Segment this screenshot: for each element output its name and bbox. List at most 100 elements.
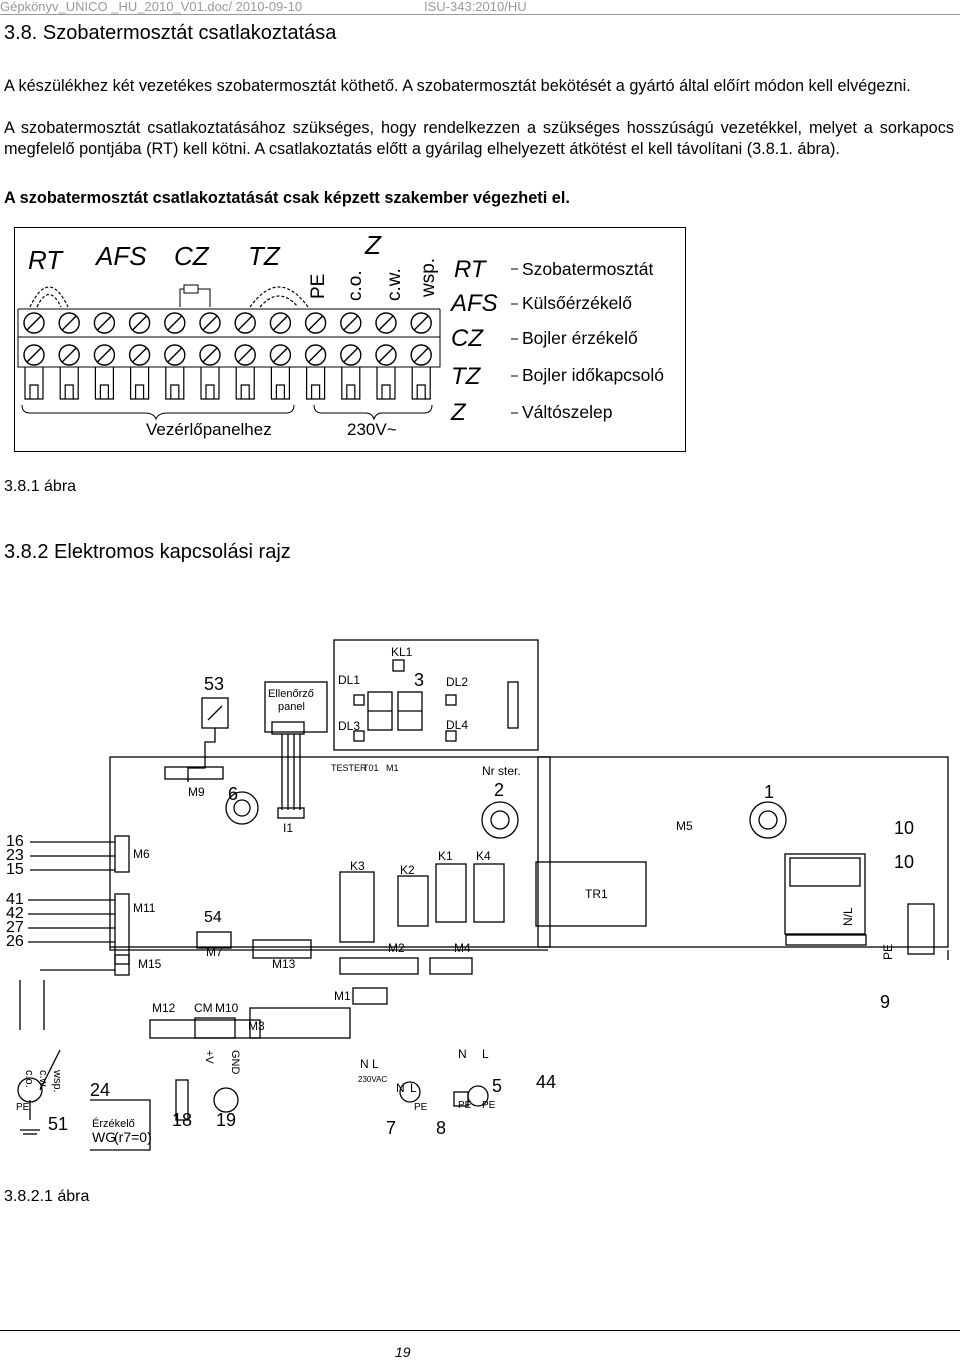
label-26: 26 — [6, 933, 24, 950]
terminal-screw — [128, 344, 151, 366]
label-m6: M6 — [133, 847, 150, 861]
label-230v: 230V~ — [347, 420, 397, 439]
label-3: 3 — [414, 670, 424, 690]
label-i1: I1 — [283, 821, 293, 835]
label-1: 1 — [764, 782, 774, 802]
legend-desc-tz: Bojler időkapcsoló — [522, 365, 664, 385]
label-m3: M3 — [248, 1019, 265, 1033]
label-8: 8 — [436, 1118, 446, 1138]
section-title: 3.8. Szobatermosztát csatlakoztatása — [4, 22, 337, 44]
terminal-screw — [234, 344, 256, 366]
label-r7: (r7=0) — [114, 1129, 152, 1145]
label-m7: M7 — [206, 945, 223, 959]
terminal-screw — [93, 344, 116, 366]
legend-desc-afs: Külsőérzékelő — [522, 293, 632, 313]
terminal-screw — [375, 344, 397, 366]
terminal-screw — [234, 312, 256, 334]
label-co: c.o. — [23, 1070, 35, 1088]
label-cw: c.w. — [37, 1070, 49, 1089]
label-gnd: GND — [229, 1050, 241, 1075]
label-k2: K2 — [400, 863, 415, 877]
footer-rule — [0, 1330, 960, 1331]
label-co: c.o. — [345, 270, 366, 301]
terminal-screw — [410, 344, 432, 366]
label-tester: TESTER — [331, 763, 367, 773]
label-pe-51: PE — [16, 1102, 30, 1113]
legend-code-cz: CZ — [451, 325, 484, 352]
label-ellenorzo-1: Ellenőrző — [268, 688, 314, 700]
legend-code-rt: RT — [454, 256, 488, 283]
label-tz: TZ — [248, 241, 281, 271]
label-27: 27 — [6, 919, 24, 936]
label-k3: K3 — [350, 859, 365, 873]
label-9: 9 — [880, 992, 890, 1012]
label-m9: M9 — [188, 785, 205, 799]
terminal-screw — [58, 312, 80, 334]
paragraph-1: A készülékhez két vezetékes szobatermosz… — [4, 77, 911, 95]
paragraph-2: A szobatermosztát csatlakoztatásához szü… — [4, 119, 954, 158]
figure-caption-1: 3.8.1 ábra — [4, 478, 77, 495]
legend-code-tz: TZ — [451, 363, 482, 390]
terminal-screw — [269, 344, 292, 366]
label-42: 42 — [6, 905, 24, 922]
legend-desc-cz: Bojler érzékelő — [522, 328, 638, 348]
header-document-code: ISU-343:2010/HU — [424, 0, 527, 14]
label-pe-7: PE — [414, 1102, 428, 1113]
terminal-screw — [199, 312, 221, 334]
legend-code-afs: AFS — [449, 290, 498, 317]
label-10b: 10 — [894, 852, 914, 872]
label-ellenorzo-2: panel — [278, 701, 305, 713]
label-kl1: KL1 — [391, 645, 413, 659]
label-t01: T01 — [363, 763, 379, 773]
label-k1: K1 — [438, 849, 453, 863]
label-nr-ster: Nr ster. — [482, 764, 521, 778]
label-m15: M15 — [138, 957, 162, 971]
label-pe: PE — [308, 274, 329, 299]
label-41: 41 — [6, 891, 24, 908]
label-n-c: N — [458, 1047, 467, 1061]
warning-paragraph: A szobatermosztát csatlakoztatását csak … — [4, 189, 570, 207]
terminal-screw — [340, 312, 362, 334]
terminal-strip-figure: RT AFS CZ TZ Z PE c.o. c.w. wsp. Vezérlő… — [14, 227, 686, 452]
label-cz: CZ — [174, 241, 210, 271]
terminal-screw — [23, 344, 45, 366]
label-m4: M4 — [454, 941, 471, 955]
label-51: 51 — [48, 1114, 68, 1134]
label-44: 44 — [536, 1072, 556, 1092]
terminal-screw — [410, 312, 432, 334]
label-5: 5 — [492, 1076, 502, 1096]
running-header: Gépkönyv_UNICO _HU_2010_V01.doc/ 2010-09… — [0, 0, 960, 14]
header-document-name: Gépkönyv_UNICO _HU_2010_V01.doc/ 2010-09… — [0, 0, 303, 14]
label-l-c: L — [482, 1047, 489, 1061]
label-wg: WG — [92, 1129, 116, 1145]
terminal-screw — [164, 344, 186, 366]
label-wsp: wsp. — [51, 1069, 63, 1093]
terminal-screw — [340, 344, 362, 366]
label-53: 53 — [204, 674, 224, 694]
label-19: 19 — [216, 1110, 236, 1130]
label-m5: M5 — [676, 819, 693, 833]
label-m10: M10 — [215, 1001, 239, 1015]
label-24: 24 — [90, 1080, 110, 1100]
label-m1: M1 — [334, 989, 351, 1003]
label-to-control-panel: Vezérlőpanelhez — [146, 420, 272, 439]
label-2: 2 — [494, 780, 504, 800]
label-z: Z — [364, 230, 382, 260]
label-23: 23 — [6, 847, 24, 864]
label-n-a: N — [360, 1057, 369, 1071]
terminal-screw — [128, 312, 151, 334]
label-pe-mains: PE — [881, 944, 895, 960]
header-rule — [0, 14, 960, 15]
label-tr1: TR1 — [585, 887, 608, 901]
label-m13: M13 — [272, 957, 296, 971]
legend: RT AFS CZ TZ Z Szobatermosztát Külsőérzé… — [449, 256, 664, 426]
terminal-screw — [23, 312, 45, 334]
legend-desc-rt: Szobatermosztát — [522, 259, 653, 279]
terminal-screw — [304, 312, 327, 334]
terminal-screw — [269, 312, 292, 334]
terminal-block-row — [17, 308, 441, 400]
label-dl3: DL3 — [338, 719, 360, 733]
label-l-b: L — [410, 1081, 417, 1095]
label-nl: N/L — [841, 907, 855, 926]
terminal-screw — [164, 312, 186, 334]
